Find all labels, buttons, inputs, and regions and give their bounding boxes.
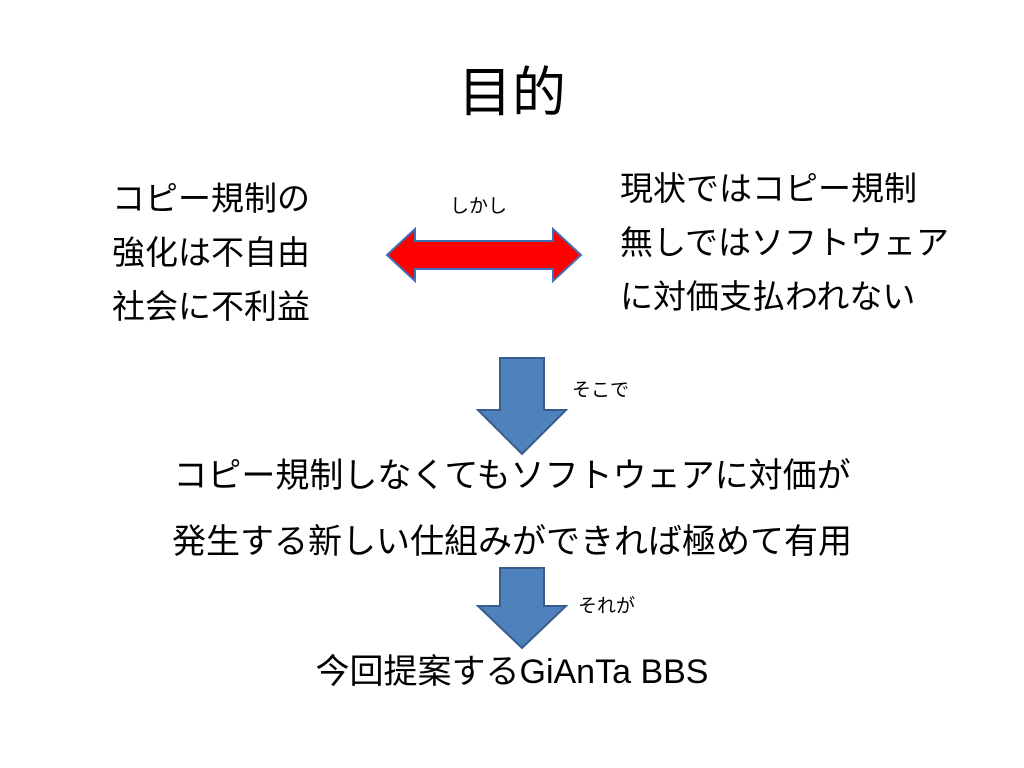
proposal-line-1: コピー規制しなくてもソフトウェアに対価が bbox=[173, 456, 851, 496]
down-arrow-icon-1 bbox=[475, 357, 569, 456]
double-arrow-shape bbox=[385, 226, 583, 284]
right-statement: 現状ではコピー規制 無しではソフトウェア に対価支払われない bbox=[620, 169, 950, 316]
conclusion-prefix: 今回提案する bbox=[315, 652, 520, 692]
slide-title: 目的 bbox=[458, 61, 566, 124]
down-arrow-shape-2 bbox=[475, 567, 569, 650]
left-statement: コピー規制の 強化は不自由 社会に不利益 bbox=[112, 179, 310, 326]
conclusion-line: 今回提案するGiAnTa BBS bbox=[0, 644, 1024, 700]
there-label: そこで bbox=[572, 379, 630, 401]
product-name: GiAnTa BBS bbox=[519, 653, 709, 691]
that-label: それが bbox=[578, 595, 636, 617]
down-arrow-shape-1 bbox=[475, 357, 569, 456]
down-arrow-icon-2 bbox=[475, 567, 569, 650]
however-label: しかし bbox=[450, 195, 508, 217]
proposal-line-2: 発生する新しい仕組みができれば極めて有用 bbox=[172, 522, 852, 562]
double-arrow-icon bbox=[385, 226, 583, 284]
